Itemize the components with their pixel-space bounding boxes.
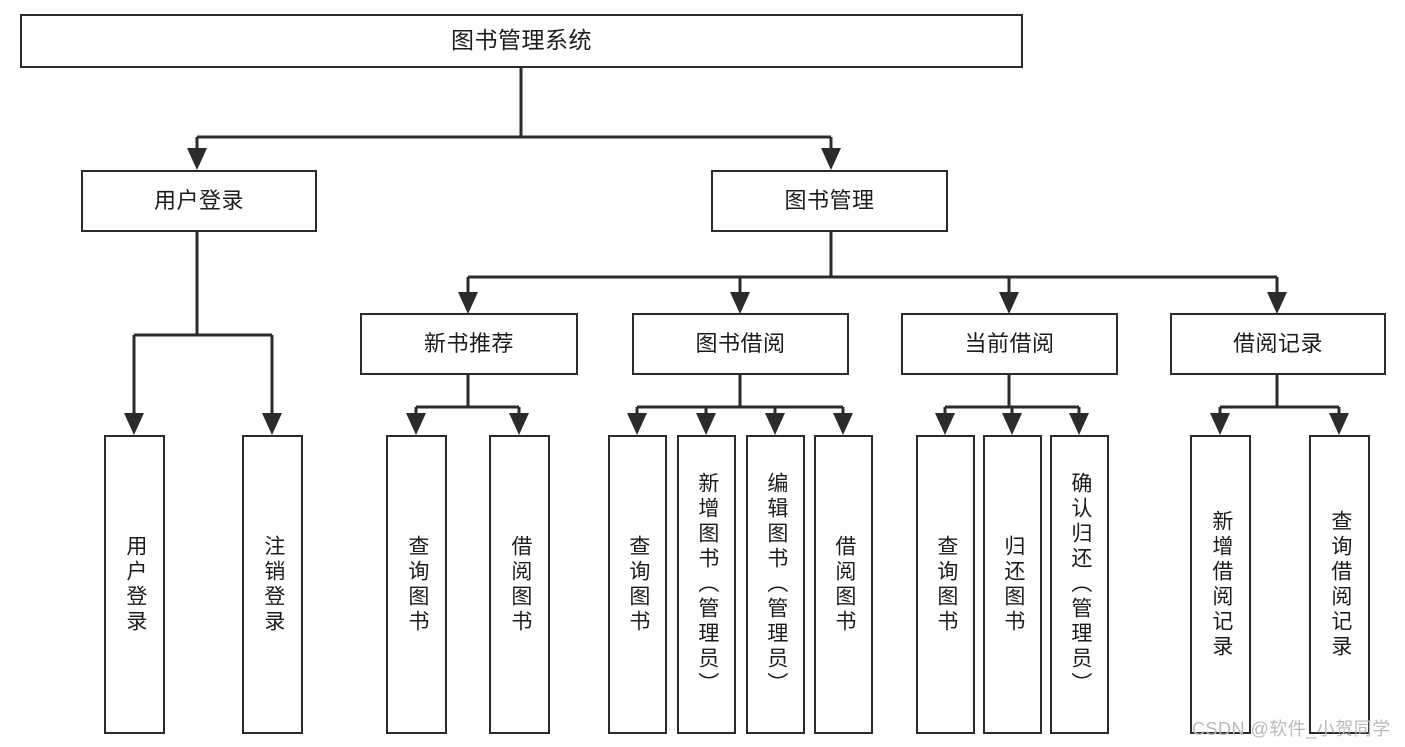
node-leaf-user-login[interactable]: 用户登录 <box>104 435 165 734</box>
node-leaf-user-login-label: 用户登录 <box>123 534 147 635</box>
node-leaf-query-book-3[interactable]: 查询图书 <box>916 435 975 734</box>
node-leaf-confirm-return-label: 确认归还（管理员） <box>1068 472 1092 697</box>
node-leaf-query-book-2-label: 查询图书 <box>626 534 650 635</box>
node-book-management-label: 图书管理 <box>784 188 875 214</box>
node-leaf-add-book[interactable]: 新增图书（管理员） <box>677 435 736 734</box>
node-leaf-confirm-return[interactable]: 确认归还（管理员） <box>1050 435 1109 734</box>
node-leaf-borrow-book-2[interactable]: 借阅图书 <box>814 435 873 734</box>
node-leaf-query-book-1[interactable]: 查询图书 <box>386 435 447 734</box>
node-leaf-logout-label: 注销登录 <box>261 534 285 635</box>
node-current-borrow-label: 当前借阅 <box>964 331 1055 357</box>
node-leaf-add-record-label: 新增借阅记录 <box>1209 509 1233 660</box>
node-leaf-add-record[interactable]: 新增借阅记录 <box>1190 435 1251 734</box>
node-leaf-add-book-label: 新增图书（管理员） <box>695 472 719 697</box>
node-root[interactable]: 图书管理系统 <box>20 14 1023 68</box>
node-leaf-query-record[interactable]: 查询借阅记录 <box>1309 435 1370 734</box>
node-leaf-return-book[interactable]: 归还图书 <box>983 435 1042 734</box>
node-leaf-query-book-3-label: 查询图书 <box>934 534 958 635</box>
node-leaf-query-record-label: 查询借阅记录 <box>1328 509 1352 660</box>
node-current-borrow[interactable]: 当前借阅 <box>901 313 1118 375</box>
node-root-label: 图书管理系统 <box>451 27 592 54</box>
arrowheads <box>124 148 1349 435</box>
node-leaf-logout[interactable]: 注销登录 <box>242 435 303 734</box>
node-book-borrow[interactable]: 图书借阅 <box>632 313 849 375</box>
node-user-login[interactable]: 用户登录 <box>81 170 317 232</box>
node-borrow-record-label: 借阅记录 <box>1232 331 1323 357</box>
node-new-book-recommend[interactable]: 新书推荐 <box>360 313 578 375</box>
node-leaf-query-book-2[interactable]: 查询图书 <box>608 435 667 734</box>
csdn-watermark: CSDN @软件_小贺同学 <box>1192 719 1391 739</box>
node-leaf-borrow-book-1-label: 借阅图书 <box>508 534 532 635</box>
node-leaf-query-book-1-label: 查询图书 <box>405 534 429 635</box>
node-leaf-return-book-label: 归还图书 <box>1001 534 1025 635</box>
node-book-management[interactable]: 图书管理 <box>711 170 948 232</box>
node-leaf-borrow-book-2-label: 借阅图书 <box>832 534 856 635</box>
node-leaf-edit-book-label: 编辑图书（管理员） <box>764 472 788 697</box>
node-book-borrow-label: 图书借阅 <box>695 331 786 357</box>
node-leaf-borrow-book-1[interactable]: 借阅图书 <box>489 435 550 734</box>
node-borrow-record[interactable]: 借阅记录 <box>1170 313 1386 375</box>
node-user-login-label: 用户登录 <box>153 188 244 214</box>
node-leaf-edit-book[interactable]: 编辑图书（管理员） <box>746 435 805 734</box>
node-new-book-recommend-label: 新书推荐 <box>423 331 514 357</box>
